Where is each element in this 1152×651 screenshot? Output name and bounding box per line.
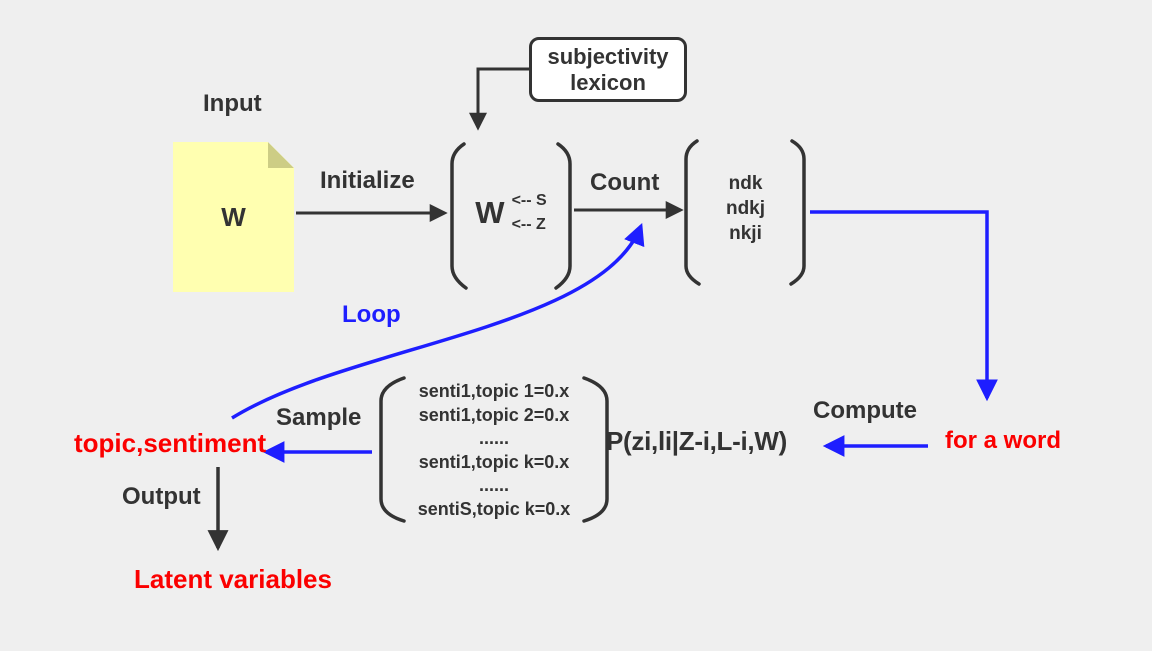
assign-z-line: <-- Z bbox=[511, 216, 546, 233]
output-label: Output bbox=[122, 483, 201, 510]
subjectivity-lexicon-box: subjectivity lexicon bbox=[529, 37, 687, 102]
assign-w: W bbox=[475, 195, 505, 230]
sample-line: senti1,topic 1=0.x bbox=[418, 381, 570, 401]
sample-line: ...... bbox=[478, 475, 509, 495]
count-variable: ndkj bbox=[725, 198, 766, 219]
sample-bracket-right bbox=[582, 376, 609, 523]
counts-bracket-right bbox=[789, 139, 806, 286]
assign-bracket-right bbox=[554, 142, 572, 290]
probability-expression: P(zi,li|Z-i,L-i,W) bbox=[606, 426, 787, 456]
count-variables: ndk ndkj nkji bbox=[686, 171, 805, 246]
input-document: W bbox=[173, 142, 294, 292]
sample-bracket-left bbox=[379, 376, 406, 523]
sample-label: Sample bbox=[276, 404, 362, 431]
sample-line: sentiS,topic k=0.x bbox=[417, 498, 571, 519]
loop-label: Loop bbox=[342, 301, 401, 328]
sample-line: senti1,topic 2=0.x bbox=[418, 404, 570, 425]
topic-sentiment-label: topic,sentiment bbox=[74, 428, 267, 458]
input-label: Input bbox=[203, 90, 262, 117]
sample-distribution-list: senti1,topic 1=0.x senti1,topic 2=0.x ..… bbox=[381, 380, 607, 521]
loop-arrow bbox=[231, 222, 645, 420]
compute-label: Compute bbox=[813, 397, 917, 424]
assignment-expression: W <-- S <-- Z bbox=[452, 183, 570, 243]
document-text: W bbox=[221, 201, 246, 232]
count-variable: ndk bbox=[728, 173, 763, 194]
initialize-label: Initialize bbox=[320, 167, 415, 194]
counts-bracket-left bbox=[684, 139, 701, 286]
latent-variables-label: Latent variables bbox=[134, 564, 332, 594]
sample-line: ...... bbox=[478, 428, 509, 448]
sample-line: senti1,topic k=0.x bbox=[418, 451, 570, 472]
count-label: Count bbox=[590, 169, 660, 196]
for-a-word-arrow bbox=[810, 210, 998, 402]
assign-arrows: <-- S <-- Z bbox=[512, 189, 547, 237]
assign-s-line: <-- S bbox=[511, 192, 547, 209]
lexicon-arrow bbox=[469, 67, 530, 131]
for-a-word-label: for a word bbox=[945, 427, 1062, 454]
assign-bracket-left bbox=[450, 142, 468, 290]
count-variable: nkji bbox=[729, 223, 762, 244]
